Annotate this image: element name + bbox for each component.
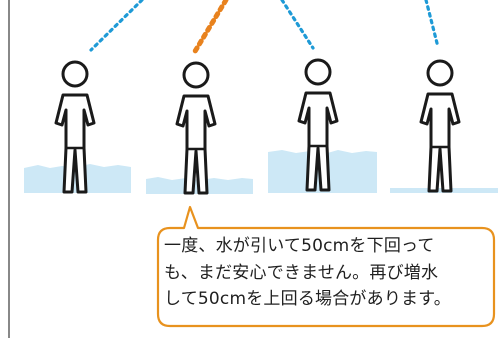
callout-line-2: も、まだ安心できません。再び増水 [164,262,439,283]
signal-line-person-4 [424,0,440,49]
callout-bubble [156,205,496,328]
callout-text: 一度、水が引いて50cmを下回って も、まだ安心できません。再び増水 して50c… [164,233,484,313]
person-4 [419,59,461,193]
callout-line-3: して50cmを上回る場合があります。 [164,289,451,309]
callout-line-1: 一度、水が引いて50cmを下回って [164,236,435,256]
signal-line-person-2 [191,0,229,56]
person-2 [175,61,217,195]
signal-line-person-1 [89,0,144,52]
signal-lines [89,0,440,56]
signal-line-person-3 [280,0,315,50]
water-levels [24,150,498,194]
